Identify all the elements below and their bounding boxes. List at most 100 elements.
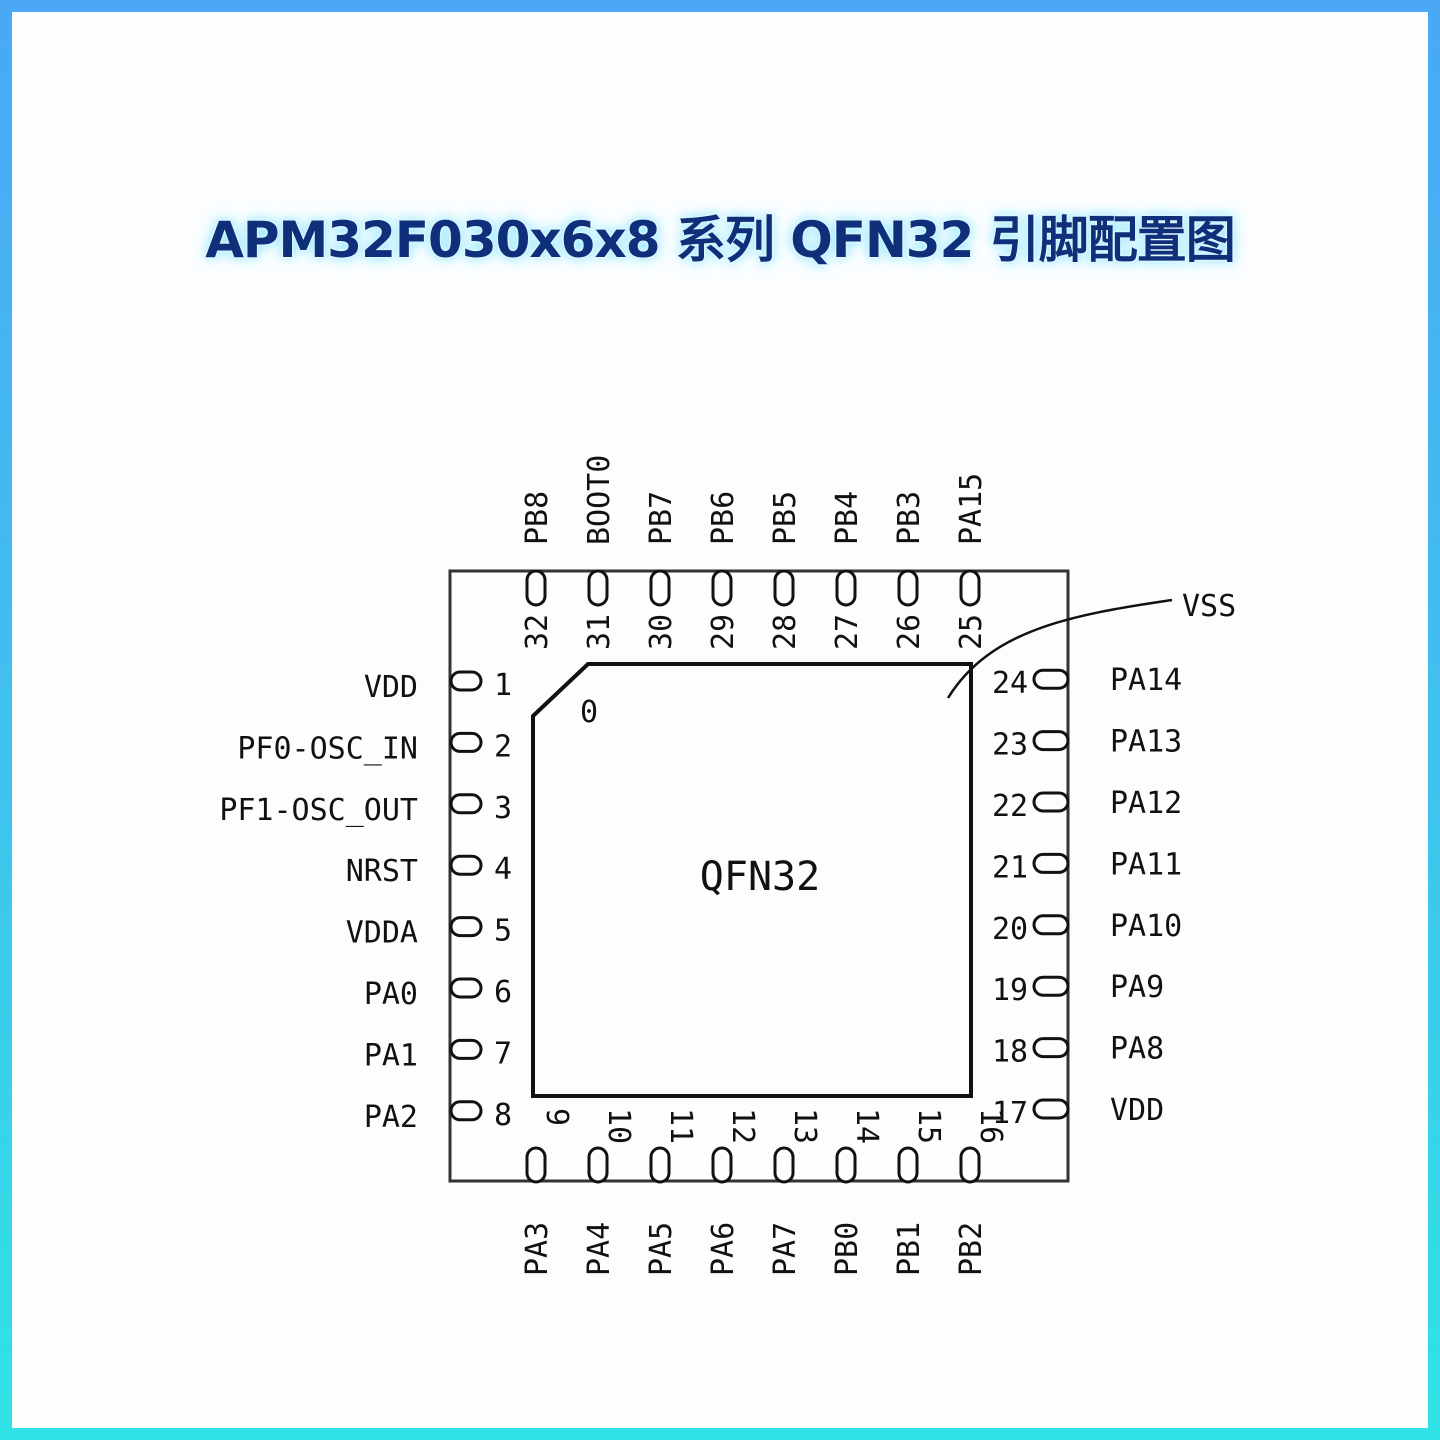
pin-number-5: 5 (494, 914, 512, 949)
pin-name-18: PA8 (1110, 1032, 1164, 1067)
pin-name-24: PA14 (1110, 663, 1182, 698)
pin-name-30: PB7 (644, 491, 679, 545)
pin-pad-12 (711, 1146, 733, 1184)
pin-pad-19 (1032, 975, 1070, 997)
pin-number-2: 2 (494, 729, 512, 764)
pin-pad-2 (449, 731, 483, 753)
pin-number-29: 29 (706, 614, 741, 650)
pin-pad-18 (1032, 1037, 1070, 1059)
die-outline (531, 662, 973, 1098)
pin-pad-4 (449, 854, 483, 876)
pin-name-13: PA7 (768, 1222, 803, 1276)
pin-name-32: PB8 (520, 491, 555, 545)
pin-pad-15 (897, 1146, 919, 1184)
pin-name-25: PA15 (954, 473, 989, 545)
pin-number-6: 6 (494, 975, 512, 1010)
pin-name-4: NRST (346, 854, 418, 889)
pin-number-26: 26 (892, 614, 927, 650)
pin-pad-24 (1032, 668, 1070, 690)
pin-number-17: 17 (992, 1096, 1028, 1131)
pin-name-1: VDD (364, 670, 418, 705)
pin-name-27: PB4 (830, 491, 865, 545)
pin-number-23: 23 (992, 728, 1028, 763)
pin-number-31: 31 (582, 614, 617, 650)
pin-pad-3 (449, 793, 483, 815)
package-label: QFN32 (700, 854, 820, 900)
pin-number-7: 7 (494, 1036, 512, 1071)
pin-name-16: PB2 (954, 1222, 989, 1276)
pin-number-22: 22 (992, 789, 1028, 824)
pin-name-7: PA1 (364, 1038, 418, 1073)
pin-pad-6 (449, 977, 483, 999)
pin-number-30: 30 (644, 614, 679, 650)
page-title: APM32F030x6x8 系列 QFN32 引脚配置图 (205, 211, 1236, 269)
pin-name-2: PF0-OSC_IN (237, 731, 418, 766)
pin-pad-16 (959, 1146, 981, 1184)
pin-pad-30 (649, 569, 671, 607)
pin-name-19: PA9 (1110, 970, 1164, 1005)
pin-name-10: PA4 (582, 1222, 617, 1276)
pin-number-16: 16 (973, 1108, 1008, 1144)
pin-name-29: PB6 (706, 491, 741, 545)
pin-number-24: 24 (992, 666, 1028, 701)
pin-number-12: 12 (725, 1108, 760, 1144)
pin-pad-28 (773, 569, 795, 607)
pin-name-12: PA6 (706, 1222, 741, 1276)
pin-name-31: BOOT0 (582, 455, 617, 545)
pin-pad-17 (1032, 1098, 1070, 1120)
pin-number-10: 10 (601, 1108, 636, 1144)
pin-pad-23 (1032, 730, 1070, 752)
pins-group: 1VDD2PF0-OSC_IN3PF1-OSC_OUT4NRST5VDDA6PA… (219, 455, 1182, 1276)
pin-pad-20 (1032, 914, 1070, 936)
package-outline (448, 569, 1070, 1183)
pin-pad-13 (773, 1146, 795, 1184)
pin-number-4: 4 (494, 852, 512, 887)
pin-name-23: PA13 (1110, 725, 1182, 760)
pin-name-20: PA10 (1110, 909, 1182, 944)
pin-name-9: PA3 (520, 1222, 555, 1276)
pin-number-11: 11 (663, 1108, 698, 1144)
pin-number-14: 14 (849, 1108, 884, 1144)
pin-pad-22 (1032, 791, 1070, 813)
pin-pad-25 (959, 569, 981, 607)
pin-number-25: 25 (954, 614, 989, 650)
pin-name-11: PA5 (644, 1222, 679, 1276)
pin-name-5: VDDA (346, 916, 418, 951)
vss-label: VSS (1182, 589, 1236, 624)
pin-pad-21 (1032, 852, 1070, 874)
pin1-marker: 0 (580, 695, 598, 730)
pin-name-14: PB0 (830, 1222, 865, 1276)
pin-name-3: PF1-OSC_OUT (219, 793, 418, 828)
pin-number-15: 15 (911, 1108, 946, 1144)
page-frame (12, 12, 1428, 1428)
pin-pad-5 (449, 916, 483, 938)
pin-number-21: 21 (992, 850, 1028, 885)
pin-number-3: 3 (494, 791, 512, 826)
pin-pad-10 (587, 1146, 609, 1184)
pin-name-8: PA2 (364, 1100, 418, 1135)
pin-number-19: 19 (992, 973, 1028, 1008)
pin-pad-14 (835, 1146, 857, 1184)
pin-number-28: 28 (768, 614, 803, 650)
pin-name-21: PA11 (1110, 847, 1182, 882)
pin-name-26: PB3 (892, 491, 927, 545)
pin-number-1: 1 (494, 668, 512, 703)
pin-pad-29 (711, 569, 733, 607)
pin-pad-31 (587, 569, 609, 607)
pin-name-15: PB1 (892, 1222, 927, 1276)
pin-pad-27 (835, 569, 857, 607)
pin-name-17: VDD (1110, 1093, 1164, 1128)
pin-pad-32 (525, 569, 547, 607)
pin-pad-11 (649, 1146, 671, 1184)
pin-number-8: 8 (494, 1098, 512, 1133)
pin-name-22: PA12 (1110, 786, 1182, 821)
pin-number-32: 32 (520, 614, 555, 650)
pin-pad-8 (449, 1100, 483, 1122)
pin-pad-9 (525, 1146, 547, 1184)
pin-name-28: PB5 (768, 491, 803, 545)
pin-pad-7 (449, 1038, 483, 1060)
vss-leader-line (946, 598, 1173, 699)
pin-pad-1 (449, 670, 483, 692)
pin-number-13: 13 (787, 1108, 822, 1144)
